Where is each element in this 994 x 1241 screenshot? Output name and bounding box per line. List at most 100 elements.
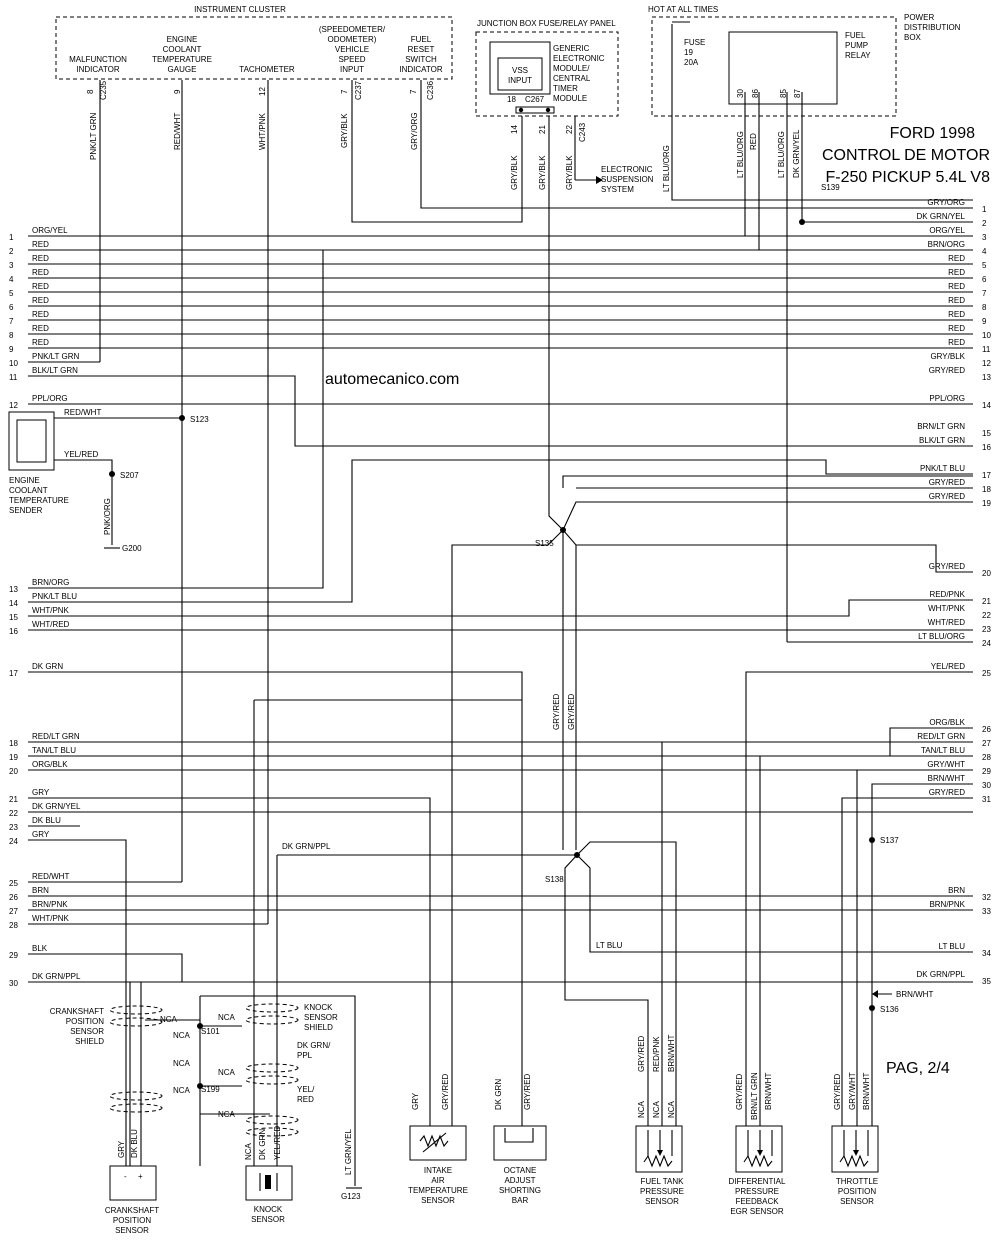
ess-3: SYSTEM <box>601 185 634 194</box>
left-row-wire-6: RED <box>32 296 49 305</box>
mid-wire-gryred-1: GRY/RED <box>552 693 561 730</box>
dp-wire-2: BRN/LT GRN <box>750 1072 759 1120</box>
ft-name-1: FUEL TANK <box>641 1177 685 1186</box>
pdb-wire-2: LT BLU/ORG <box>736 131 745 178</box>
right-row-wire-16: BLK/LT GRN <box>919 436 965 445</box>
wire-pnk-lt-grn: PNK/LT GRN <box>89 113 98 160</box>
relay-pin-87: 87 <box>793 89 802 98</box>
left-row-wire-9: RED <box>32 338 49 347</box>
left-row-num-5: 5 <box>9 289 14 298</box>
left-row-wire-20: ORG/BLK <box>32 760 68 769</box>
cluster-labels: MALFUNCTION INDICATOR ENGINE COOLANT TEM… <box>69 25 443 74</box>
wire-row25 <box>745 671 973 1126</box>
fuel-reset-label-4: INDICATOR <box>399 65 442 74</box>
right-row-num-3: 3 <box>982 233 987 242</box>
right-row-num-20: 20 <box>982 569 991 578</box>
jb-connector <box>515 106 555 114</box>
title-line1: FORD 1998 <box>890 125 975 142</box>
wire-row21 <box>28 797 431 1126</box>
left-row-num-25: 25 <box>9 879 18 888</box>
s136-dot <box>869 1005 875 1011</box>
jb-node-a <box>518 107 524 113</box>
jb-node-b <box>545 107 551 113</box>
jb-title: JUNCTION BOX FUSE/RELAY PANEL <box>477 19 616 28</box>
tps-wire-2: GRY/WHT <box>848 1072 857 1110</box>
right-row-wire-32: BRN <box>948 886 965 895</box>
conn-c236: C236 <box>426 80 435 100</box>
sensor3-resistor-0 <box>643 1154 673 1168</box>
right-row-wire-6: RED <box>948 268 965 277</box>
ess-arrow <box>596 176 603 184</box>
g200-label: G200 <box>122 544 142 553</box>
s135-label: S135 <box>535 539 554 548</box>
s139-label: S139 <box>821 183 840 192</box>
left-row-wire-17: DK GRN <box>32 662 63 671</box>
pin-9: 9 <box>173 89 182 94</box>
wire-s135-d <box>451 529 564 1126</box>
tachometer-label: TACHOMETER <box>239 65 295 74</box>
mid-wire-dkgrnppl: DK GRN/PPL <box>282 842 331 851</box>
conn-c235: C235 <box>99 80 108 100</box>
iat-resistor <box>419 1134 449 1148</box>
sensor3-box-2 <box>831 1125 879 1173</box>
relay-2: PUMP <box>845 41 868 50</box>
gem-4: CENTRAL <box>553 74 591 83</box>
shield-ellipse-2 <box>109 1091 163 1101</box>
wire-gry-org: GRY/ORG <box>410 112 419 150</box>
octane-name-1: OCTANE <box>504 1166 537 1175</box>
iat-thermistor-arrow <box>422 1132 447 1153</box>
wire-row29 <box>856 769 973 1126</box>
left-row-wire-7: RED <box>32 310 49 319</box>
g123-label: G123 <box>341 1192 361 1201</box>
hot-label: HOT AT ALL TIMES <box>648 5 718 14</box>
right-row-wire-22: WHT/PNK <box>928 604 966 613</box>
shield-ellipse-1 <box>109 1017 163 1027</box>
jb-pin-21: 21 <box>538 125 547 134</box>
right-row-num-15: 15 <box>982 429 991 438</box>
ect-gauge-label-4: GAUGE <box>168 65 197 74</box>
jb-conn-c243: C243 <box>578 122 587 142</box>
wire-blk-ltgrn <box>28 375 973 447</box>
right-row-num-8: 8 <box>982 303 987 312</box>
shield-ellipse-7 <box>245 1075 299 1085</box>
pin-12: 12 <box>258 87 267 96</box>
relay-3: RELAY <box>845 51 871 60</box>
pin-8: 8 <box>86 89 95 94</box>
cluster-wire-labels: PNK/LT GRN RED/WHT WHT/PNK GRY/BLK GRY/O… <box>89 112 419 160</box>
s199-label: S199 <box>201 1085 220 1094</box>
right-row-num-14: 14 <box>982 401 991 410</box>
left-row-num-11: 11 <box>9 373 18 382</box>
s101-label: S101 <box>201 1027 220 1036</box>
ft-nca-2: NCA <box>652 1100 661 1118</box>
right-row-num-16: 16 <box>982 443 991 452</box>
dp-wire-1: GRY/RED <box>735 1073 744 1110</box>
fuse-3: 20A <box>684 58 699 67</box>
wire-row31 <box>841 797 973 1126</box>
right-row-wire-28: TAN/LT BLU <box>921 746 965 755</box>
left-row-num-28: 28 <box>9 921 18 930</box>
vss-label-2: ODOMETER) <box>328 35 377 44</box>
shield-ellipse-4 <box>245 1003 299 1013</box>
right-row-wire-5: RED <box>948 254 965 263</box>
left-row-num-18: 18 <box>9 739 18 748</box>
wire-s135-c <box>562 529 973 573</box>
s138-label: S138 <box>545 875 564 884</box>
left-row-num-9: 9 <box>9 345 14 354</box>
left-row-wire-2: RED <box>32 240 49 249</box>
left-row-wire-13: BRN/ORG <box>32 578 69 587</box>
s139-dot <box>799 219 805 225</box>
left-row-num-13: 13 <box>9 585 18 594</box>
left-row-wire-19: TAN/LT BLU <box>32 746 76 755</box>
malfunction-label-1: MALFUNCTION <box>69 55 127 64</box>
jb-pin-14: 14 <box>510 125 519 134</box>
octane-name-4: BAR <box>512 1196 529 1205</box>
wire-row17-up <box>562 475 973 488</box>
left-row-num-27: 27 <box>9 907 18 916</box>
ect-gauge-label-2: COOLANT <box>163 45 202 54</box>
ect-sender-box <box>8 411 55 471</box>
right-row-wire-21: RED/PNK <box>929 590 965 599</box>
vss-label-3: VEHICLE <box>335 45 369 54</box>
knock-name-1: KNOCK <box>254 1205 283 1214</box>
